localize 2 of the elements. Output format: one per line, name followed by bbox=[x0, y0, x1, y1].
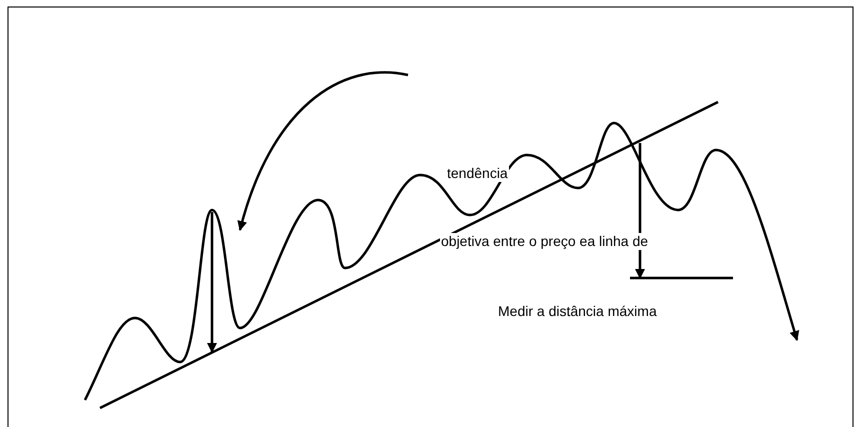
annotation-text: tendência bbox=[446, 165, 509, 182]
annotation-text: objetiva entre o preço ea linha de bbox=[440, 233, 650, 250]
